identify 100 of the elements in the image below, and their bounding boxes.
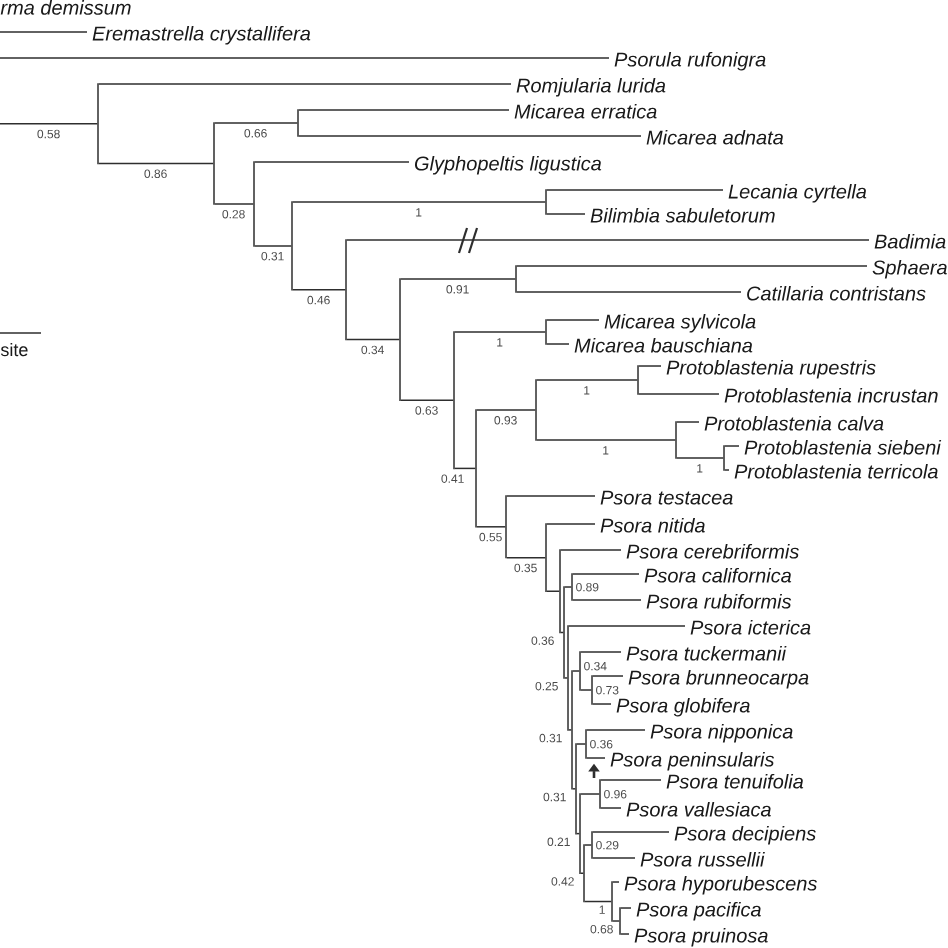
taxon-label: Micarea sylvicola [604,313,756,333]
branch-line [454,331,546,333]
taxon-label: Psora testacea [600,490,733,505]
taxon-label: Micarea erratica [514,103,657,119]
branch-line [346,338,400,341]
taxon-label: Psora hyporubescens [624,875,817,895]
branch-line [476,526,506,528]
branch-line [0,57,610,59]
branch-line [580,793,600,795]
branch-line [564,677,568,679]
branch-line [454,467,476,470]
branch-line [298,135,642,137]
taxon-label: Badimia [874,233,946,249]
taxon-label: Psora californica [644,567,792,583]
branch-line [516,291,742,293]
taxon-label: Lecania cyrtella [728,183,867,203]
branch-line [572,599,642,601]
branch-line [568,625,686,627]
taxon-label: Protoblastenia siebeni [744,439,942,455]
branch-line [576,832,580,835]
branch-line [572,788,576,790]
branch-line [580,872,584,874]
branch-line [638,393,720,395]
branch-line [724,469,730,471]
taxon-label: Psora nipponica [650,723,793,743]
branch-line [516,265,868,267]
branch-line [580,651,622,653]
branch-line [254,245,292,247]
branch-line [584,844,592,846]
branch-line [214,203,254,205]
taxon-label: Psora russellii [640,851,765,867]
branch-line [620,907,632,909]
branch-line [292,289,346,291]
taxon-label: Psora globifera [616,697,750,717]
branch-line [254,161,410,163]
branch-line [564,586,572,588]
branch-line [592,675,624,677]
branch-line [584,900,612,903]
branch-line [572,670,580,672]
taxon-label: Psora rubiformis [646,593,792,609]
branch-line [0,123,98,125]
branch-line [98,83,512,85]
branch-line [676,457,724,459]
taxon-label: Micarea bauschiana [574,337,753,353]
taxon-label: Psora tuckermanii [626,645,787,661]
branch-line [400,278,516,280]
branch-line [560,549,622,551]
branch-line [292,201,546,203]
taxon-label: Romjularia lurida [516,77,666,97]
branch-line [546,590,560,592]
branch-line [400,399,454,401]
taxon-label: rma demissum [0,0,131,15]
taxon-label: Psora decipiens [674,825,816,845]
branch-line [0,31,88,33]
branch-line [600,779,662,781]
branch-line [546,189,724,191]
branch-line [612,920,620,922]
branch-line [546,319,600,321]
taxon-label: Protoblastenia rupestris [666,359,876,379]
branch-line [620,933,630,935]
taxon-label: Psora brunneocarpa [628,669,809,689]
taxon-label: Sphaera [872,259,947,279]
branch-line [506,556,546,559]
taxon-label: Psora pacifica [636,901,761,921]
taxon-label: Psorula rufonigra [614,51,766,71]
taxon-label: Protoblastenia incrustan [724,387,938,403]
branch-line [546,343,570,345]
scale-bar-label: site [0,342,28,357]
branch-line [576,743,586,745]
branch-line [546,523,596,525]
branch-line [600,807,622,809]
branch-line [638,365,662,367]
taxon-label: Psora peninsularis [610,751,775,771]
taxon-label: Catillaria contristans [747,285,926,301]
branch-line [586,729,646,731]
taxon-label: Psora nitida [600,517,705,533]
branch-line [592,703,612,705]
branch-line [214,122,298,124]
branch-line [568,729,572,731]
branch-line [724,445,740,447]
branch-line [592,831,670,833]
taxon-label: Eremastrella crystallifera [92,25,311,45]
taxon-label: Psora icterica [690,619,811,635]
taxon-label: Psora tenuifolia [666,773,804,789]
branch-line [580,689,592,691]
branch-line [592,857,636,859]
branch-line [346,239,870,241]
taxon-label: Psora pruinosa [634,927,768,947]
taxon-label: Micarea adnata [646,129,784,145]
branch-line [476,409,536,411]
branch-line [506,495,596,497]
branch-line [612,881,620,883]
branch-line [560,631,564,634]
branch-line [536,439,676,441]
branch-line [298,109,510,111]
taxon-label: Psora cerebriformis [626,543,799,559]
taxon-label: Psora vallesiaca [626,801,771,817]
branch-line [676,421,700,423]
taxon-label: Protoblastenia terricola [734,463,938,479]
taxon-label: Glyphopeltis ligustica [415,155,602,175]
